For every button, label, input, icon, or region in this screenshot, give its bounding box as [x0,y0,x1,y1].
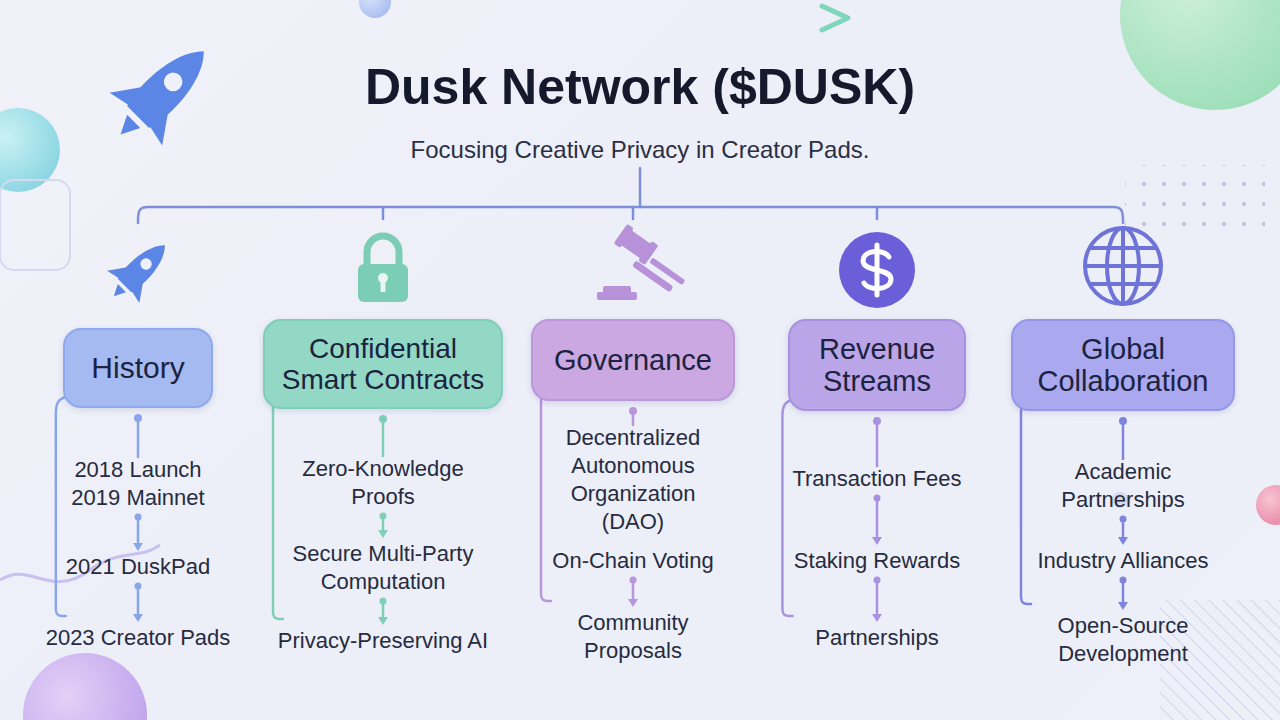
column-connector [782,397,882,622]
connector-line [876,498,879,539]
deco-dots [1125,165,1265,235]
category-title: Global Collaboration [1023,333,1223,398]
category-title: Confidential Smart Contracts [275,333,491,396]
title-bracket [138,168,1123,223]
connector-line [137,517,140,545]
item-label: Partnerships [762,624,992,652]
item-label: Zero-Knowledge Proofs [283,455,483,511]
bracket-line [273,395,283,619]
category-box: Confidential Smart Contracts [263,319,503,409]
connector-line [382,516,385,532]
connector-arrowhead [378,530,388,538]
item-label: Academic Partnerships [1033,458,1213,514]
deco-outline [0,180,70,270]
connector-arrowhead [378,617,388,625]
item-label: Open-Source Development [1023,612,1223,668]
lock-icon [358,236,408,302]
item-label: Decentralized Autonomous Organization (D… [538,424,728,536]
connector-arrowhead [1118,602,1128,610]
deco-sphere [1120,0,1280,110]
gavel-icon [597,224,693,300]
bracket-drop [382,207,385,219]
category-box: History [63,328,213,408]
dollar-icon [839,232,915,308]
bracket-line [1021,397,1031,604]
globe-icon [1085,228,1161,304]
bracket-bar [138,207,1123,223]
deco-chevron [822,6,848,30]
diagram-caption: Focusing Creative Privacy in Creator Pad… [0,136,1280,164]
category-title: Governance [543,344,723,376]
bracket-drop [632,207,635,219]
deco-sphere [359,0,391,18]
category-box: Governance [531,319,735,401]
connector-arrowhead [872,614,882,622]
connector-line [382,419,385,457]
rocket-illustration [94,25,230,161]
item-label: Transaction Fees [762,465,992,493]
rocket-icon [98,229,181,312]
diagram-title: Dusk Network ($DUSK) [0,58,1280,116]
connector-line [1122,519,1125,539]
category-title: Revenue Streams [800,333,954,398]
connector-line [137,586,140,616]
connector-arrowhead [133,543,143,551]
item-label: Industry Alliances [1003,547,1243,575]
connector-line [1122,421,1125,460]
item-label: 2019 Mainnet [18,484,258,512]
item-label: Community Proposals [543,609,723,665]
item-label: On-Chain Voting [518,547,748,575]
bracket-stem [639,168,642,207]
item-label: 2023 Creator Pads [18,624,258,652]
connector-line [632,580,635,601]
connector-line [632,411,635,426]
category-box: Global Collaboration [1011,319,1235,411]
item-label: Secure Multi-Party Computation [273,540,493,596]
item-label: 2018 Launch [18,456,258,484]
deco-sphere [1256,485,1280,525]
connector-line [876,421,879,467]
connector-line [382,601,385,619]
category-box: Revenue Streams [788,319,966,411]
connector-line [876,580,879,616]
bracket-drop [876,207,879,219]
connector-arrowhead [872,537,882,545]
item-label: Staking Rewards [762,547,992,575]
bracket-line [541,387,551,601]
connector-arrowhead [1118,537,1128,545]
connector-line [137,418,140,458]
connector-arrowhead [133,614,143,622]
bracket-line [782,397,802,616]
deco-sphere [23,653,147,720]
connector-line [1122,580,1125,604]
item-label: Privacy-Preserving AI [253,627,513,655]
category-title: History [75,351,201,385]
connector-arrowhead [628,599,638,607]
item-label: 2021 DuskPad [18,553,258,581]
